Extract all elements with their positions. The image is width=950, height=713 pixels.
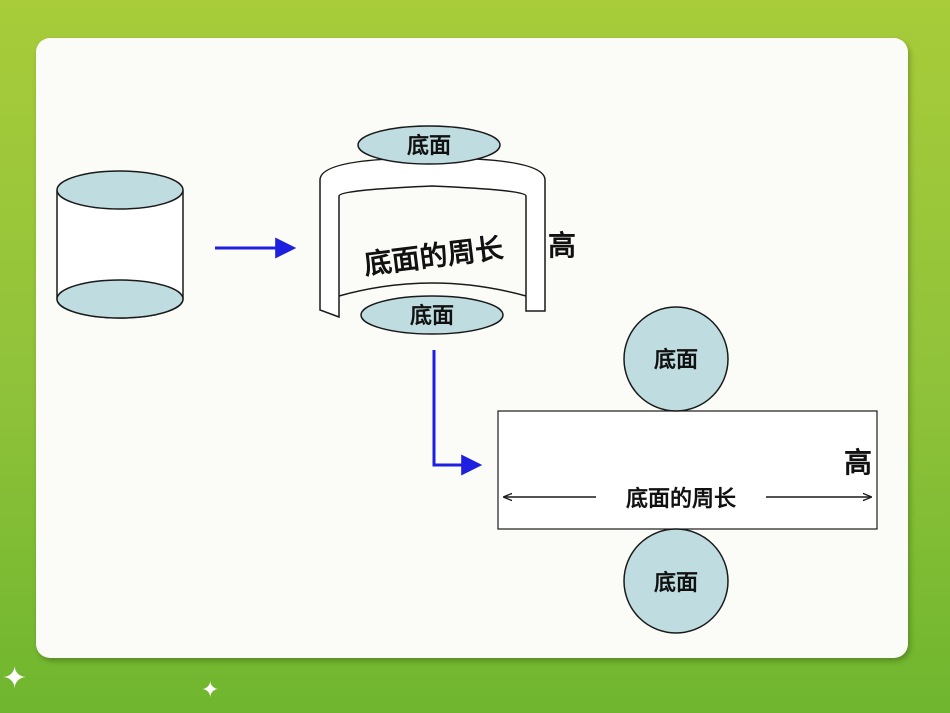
opening-cylinder: 底面 底面 底面的周长 高 [319, 125, 576, 335]
net-bottom-base-circle [623, 528, 729, 634]
lateral-rectangle [497, 410, 878, 530]
unfold-arrow-down-right [432, 350, 483, 476]
net-top-base-label: 底面 [654, 347, 698, 373]
base-bottom-ellipse [360, 295, 504, 335]
sparkle-icon: ✦ [2, 661, 28, 696]
net-bottom-base-label: 底面 [654, 570, 698, 596]
net-height-label: 高 [844, 446, 872, 479]
cylinder-lateral-surface [319, 157, 546, 319]
cylinder-net: 底面 底面 高 底面的周长 [497, 306, 878, 634]
cylinder-lateral-bottom-edge [338, 282, 527, 297]
sparkle-icon: ✦ [201, 678, 220, 703]
cylinder-bottom-base [56, 279, 184, 319]
closed-cylinder [56, 170, 184, 319]
net-top-base-circle [623, 306, 729, 412]
net-circumference-label: 底面的周长 [626, 486, 737, 512]
height-label-cylinder: 高 [548, 229, 576, 262]
base-top-label: 底面 [407, 133, 451, 159]
curved-circumference-label: 底面的周长 [362, 231, 505, 281]
base-bottom-label: 底面 [410, 303, 454, 329]
base-top-ellipse [357, 125, 501, 165]
cylinder-top-base [56, 170, 184, 210]
